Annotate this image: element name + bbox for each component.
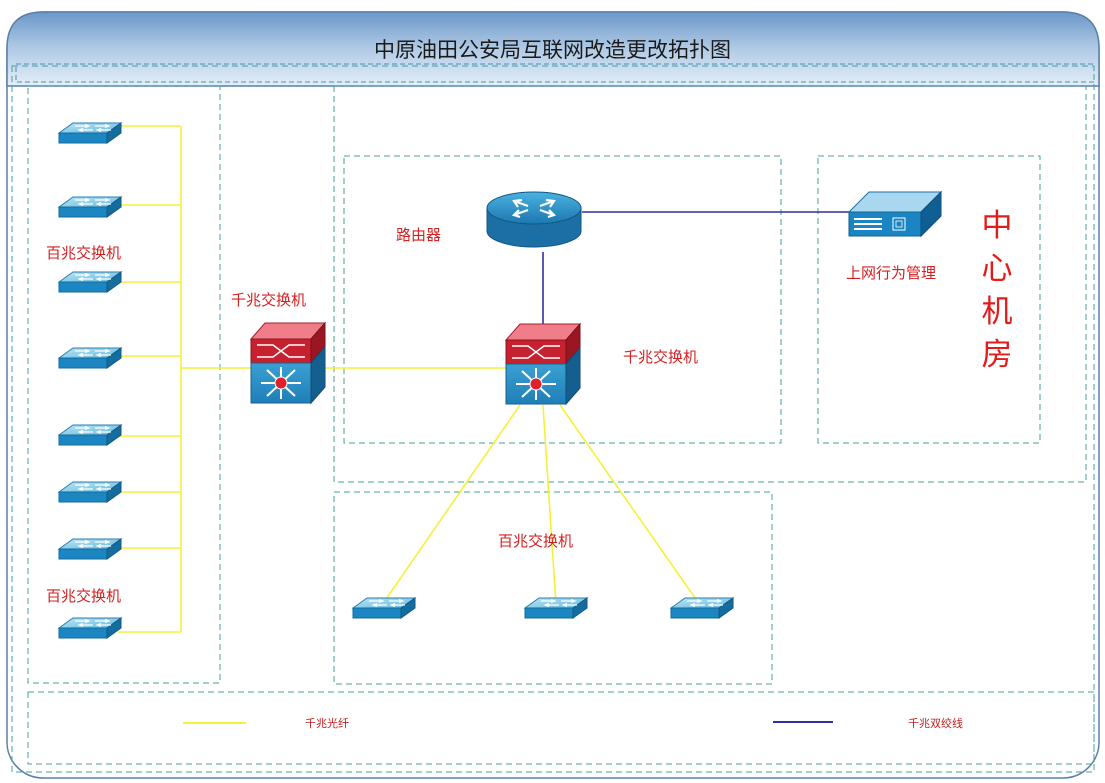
left-switch-4 xyxy=(58,347,122,369)
bottom-switch-1 xyxy=(352,597,416,619)
zone-left-switches xyxy=(27,85,221,684)
zone-legend xyxy=(27,691,1095,765)
router-icon xyxy=(486,191,582,248)
left-core-switch xyxy=(250,322,326,404)
left-fast-switch-label-top: 百兆交换机 xyxy=(46,244,122,262)
left-fast-switch-label-bottom: 百兆交换机 xyxy=(46,587,122,605)
zone-core xyxy=(333,85,1087,483)
left-switch-2 xyxy=(58,196,122,218)
center-core-switch xyxy=(505,323,581,405)
behavior-mgmt-label: 上网行为管理 xyxy=(846,264,937,282)
header-band xyxy=(6,11,1100,87)
center-room-label: 中 心 机 房 xyxy=(980,205,1014,377)
center-room-char: 机 xyxy=(981,294,1013,330)
legend-twisted-pair-label: 千兆双绞线 xyxy=(908,717,963,730)
legend-fiber-label: 千兆光纤 xyxy=(305,717,349,730)
page-title: 中原油田公安局互联网改造更改拓扑图 xyxy=(374,38,731,62)
bottom-fast-switch-label: 百兆交换机 xyxy=(498,532,574,550)
left-core-switch-label: 千兆交换机 xyxy=(231,291,307,309)
center-room-char: 房 xyxy=(981,337,1013,373)
router-label: 路由器 xyxy=(396,226,442,244)
left-switch-7 xyxy=(58,538,122,560)
bottom-switch-2 xyxy=(524,597,588,619)
header-inner-border xyxy=(15,63,1095,83)
fiber-links xyxy=(118,125,701,633)
outer-dashed-border xyxy=(11,65,1095,773)
zone-router xyxy=(343,155,782,444)
left-switch-8 xyxy=(58,617,122,639)
left-switch-5 xyxy=(58,424,122,446)
center-room-char: 中 xyxy=(981,208,1013,244)
left-switch-1 xyxy=(58,122,122,144)
core-switch-label: 千兆交换机 xyxy=(623,348,699,366)
left-switch-6 xyxy=(58,481,122,503)
zone-center-room xyxy=(817,155,1041,444)
center-room-char: 心 xyxy=(981,251,1013,287)
left-switch-3 xyxy=(58,271,122,293)
bottom-switch-3 xyxy=(670,597,734,619)
appliance-icon xyxy=(847,190,943,238)
zone-bottom-switches xyxy=(333,491,773,685)
